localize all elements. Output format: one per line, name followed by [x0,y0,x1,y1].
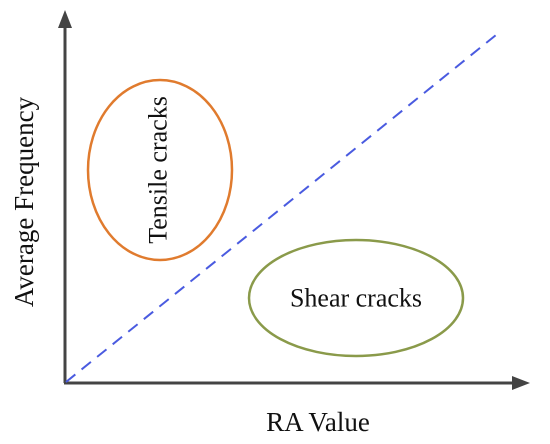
tensile-region-ellipse [86,78,234,262]
classification-divider-line [65,34,497,383]
y-axis [58,10,72,383]
x-axis [64,376,530,390]
tensile-region-label: Tensile cracks [144,96,173,244]
x-axis-arrow-icon [512,376,530,390]
y-axis-label: Average Frequency [9,96,39,307]
y-axis-arrow-icon [58,10,72,28]
x-axis-label: RA Value [266,407,370,437]
shear-region-label: Shear cracks [290,284,422,313]
shear-region-ellipse [247,238,465,358]
